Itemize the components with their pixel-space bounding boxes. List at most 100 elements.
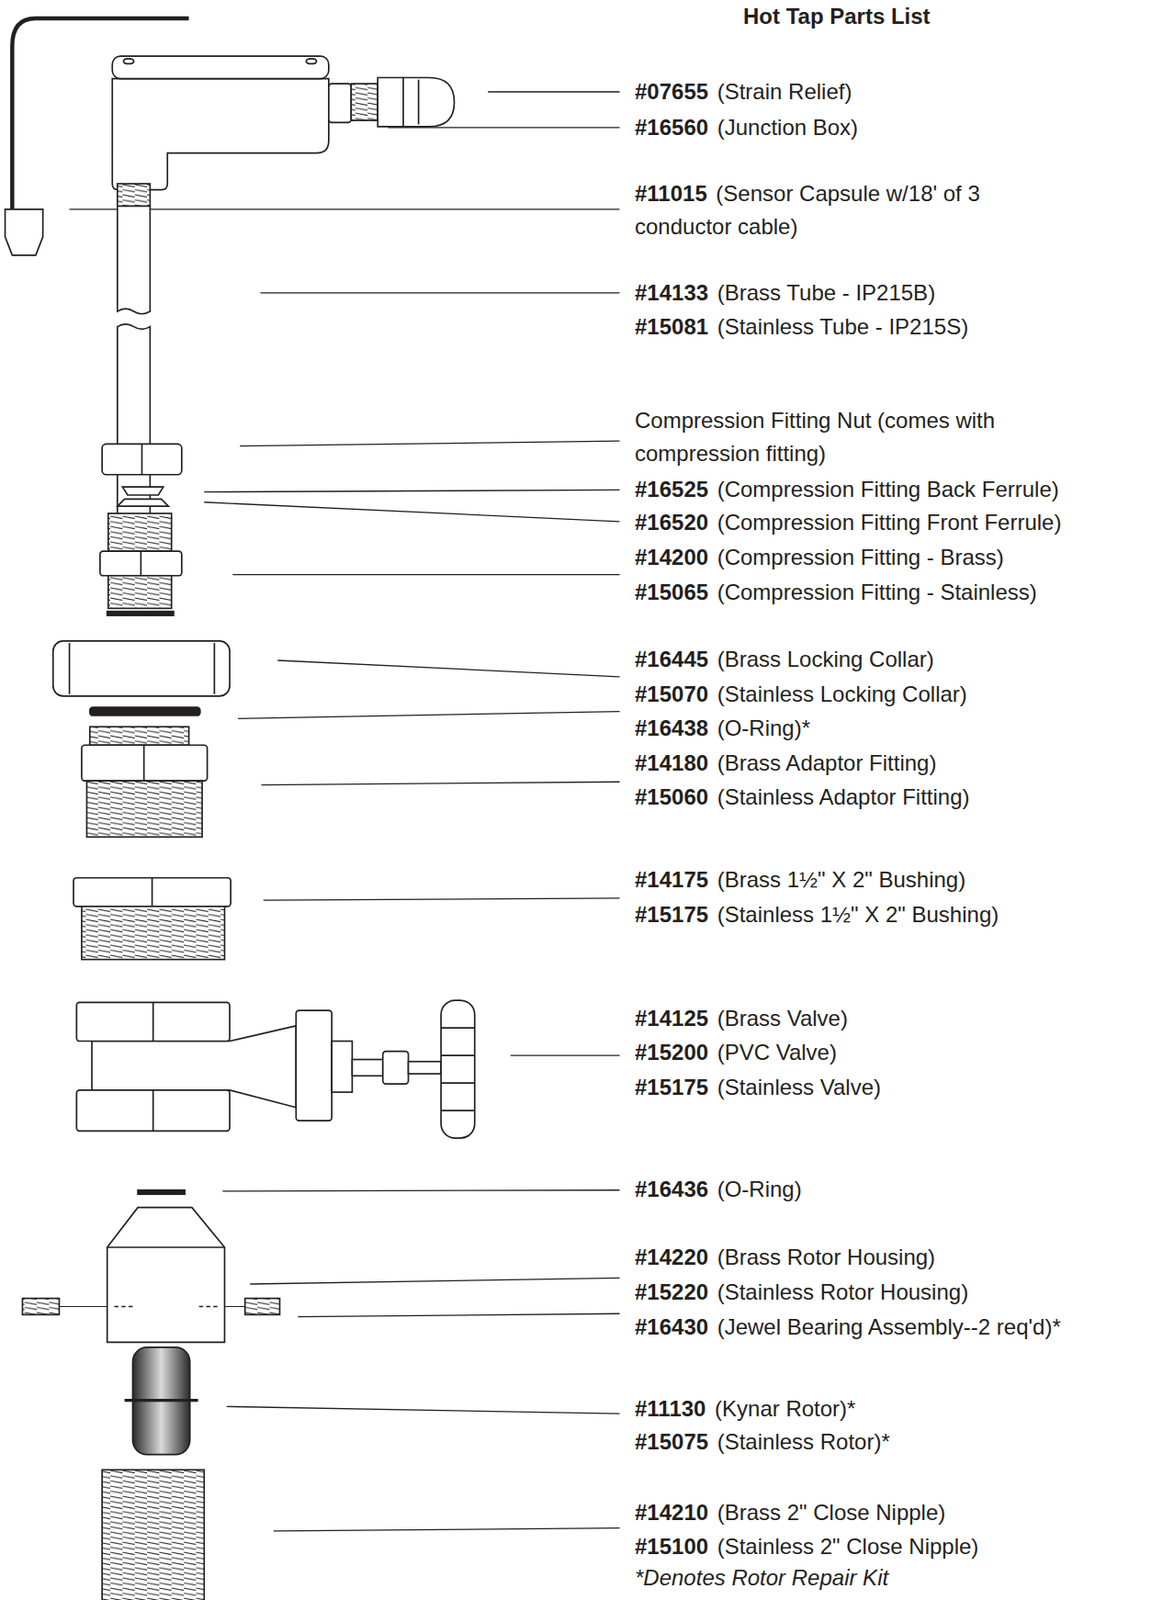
rotor xyxy=(124,1347,199,1456)
part-number: #15075 xyxy=(634,1429,709,1455)
valve xyxy=(152,1090,155,1131)
locking-collar xyxy=(90,707,201,716)
leader-lines xyxy=(69,208,621,210)
part-row: #16560(Junction Box) xyxy=(634,111,858,145)
jewel-bearing xyxy=(22,1298,59,1316)
strain-relief xyxy=(377,77,454,126)
part-row: #11130(Kynar Rotor)* xyxy=(634,1392,856,1426)
rotor-housing xyxy=(113,1306,219,1309)
leader-lines xyxy=(487,90,620,92)
strain-relief xyxy=(350,77,454,126)
leader-lines xyxy=(237,711,621,720)
part-description: (Stainless Rotor)* xyxy=(717,1429,891,1455)
leader-lines xyxy=(222,1190,620,1192)
part-row: #15075 (Stainless Rotor)* xyxy=(634,1425,891,1459)
part-description: (Brass Locking Collar) xyxy=(717,646,935,672)
part-row: #15200(PVC Valve) xyxy=(634,1036,837,1070)
part-number: #16430 xyxy=(634,1314,709,1340)
adaptor-fitting xyxy=(86,780,203,837)
part-row: #15175(Stainless 1½" X 2" Bushing) xyxy=(634,898,999,932)
compression-fitting xyxy=(108,575,172,610)
adaptor-fitting xyxy=(90,726,190,746)
part-row: #15100(Stainless 2" Close Nipple) xyxy=(634,1530,979,1564)
part-row: #16438 (O-Ring)* xyxy=(634,711,811,746)
junction-box xyxy=(305,58,317,65)
part-number: #14210 xyxy=(634,1500,709,1525)
compression-fitting xyxy=(117,498,170,507)
part-description: (Stainless Valve) xyxy=(717,1074,881,1100)
valve xyxy=(440,1027,475,1111)
compression-fitting xyxy=(100,551,182,576)
junction-box xyxy=(112,56,329,79)
adaptor-fitting xyxy=(143,745,146,781)
part-row: #14133 (Brass Tube - IP215B) xyxy=(634,276,936,310)
valve xyxy=(351,1060,383,1077)
part-description: (Brass Tube - IP215B) xyxy=(717,280,936,305)
part-number: #11130 xyxy=(634,1396,706,1422)
leader-lines xyxy=(232,574,620,576)
bushing xyxy=(151,878,154,907)
adaptor-fitting xyxy=(81,726,208,837)
part-row: #15220(Stainless Rotor Housing) xyxy=(634,1275,969,1310)
part-description: (Stainless Locking Collar) xyxy=(717,681,968,707)
part-row: #14220 (Brass Rotor Housing) xyxy=(634,1241,936,1275)
part-description: (Junction Box) xyxy=(717,114,858,140)
part-number: #15175 xyxy=(634,1074,709,1100)
part-row: #16520(Compression Fitting Front Ferrule… xyxy=(634,506,1062,540)
compression-fitting xyxy=(101,443,182,475)
leader-lines xyxy=(259,292,620,294)
part-number: #15081 xyxy=(634,314,709,339)
leader-lines xyxy=(203,489,620,492)
leader-lines xyxy=(263,898,621,901)
part-number: #15070 xyxy=(634,681,709,707)
part-row: #15081 (Stainless Tube - IP215S) xyxy=(634,310,969,344)
strain-relief xyxy=(403,77,419,126)
part-description: (Brass Rotor Housing) xyxy=(717,1244,936,1270)
part-number: #14133 xyxy=(634,280,709,305)
part-row: *Denotes Rotor Repair Kit xyxy=(634,1561,889,1595)
part-number: #07655 xyxy=(634,79,709,104)
locking-collar xyxy=(53,641,230,697)
footnote: *Denotes Rotor Repair Kit xyxy=(634,1565,889,1591)
valve xyxy=(152,1002,155,1041)
part-description: (Stainless Rotor Housing) xyxy=(717,1279,969,1305)
leader-lines xyxy=(226,1406,621,1414)
valve xyxy=(76,1090,230,1131)
part-description: (Compression Fitting Back Ferrule) xyxy=(717,476,1060,502)
part-description: (Brass 1½" X 2" Bushing) xyxy=(717,867,967,892)
part-row: #14175(Brass 1½" X 2" Bushing) xyxy=(634,863,966,897)
leader-lines xyxy=(203,502,620,522)
part-description: (Jewel Bearing Assembly--2 req'd)* xyxy=(717,1314,1062,1340)
part-description: (Brass Adaptor Fitting) xyxy=(717,750,937,776)
part-description: (Stainless Tube - IP215S) xyxy=(717,314,969,339)
bushing xyxy=(81,906,226,960)
locking-collar xyxy=(69,643,215,695)
part-number: #11015 xyxy=(634,180,708,206)
part-number: #15065 xyxy=(634,579,709,605)
part-number: #15175 xyxy=(634,902,709,927)
leader-lines xyxy=(239,440,620,447)
rotor-housing xyxy=(107,1246,226,1249)
part-description: (PVC Valve) xyxy=(717,1039,837,1065)
part-number: #15100 xyxy=(634,1534,709,1559)
part-description: (Stainless Adaptor Fitting) xyxy=(717,784,971,810)
part-row: #15060(Stainless Adaptor Fitting) xyxy=(634,780,970,814)
junction-box xyxy=(112,56,351,191)
part-number: #16445 xyxy=(634,646,709,672)
leader-lines xyxy=(277,660,620,678)
part-number: #16520 xyxy=(634,509,709,535)
part-number: #14220 xyxy=(634,1244,709,1270)
part-row: #07655(Strain Relief) xyxy=(634,75,852,109)
leader-lines xyxy=(273,1528,621,1532)
part-description: (O-Ring) xyxy=(717,1176,802,1202)
junction-box xyxy=(328,83,351,123)
part-number: #16438 xyxy=(634,715,709,741)
junction-box xyxy=(112,79,329,191)
close-nipple xyxy=(101,1469,204,1600)
leader-lines xyxy=(249,1277,620,1285)
rotor xyxy=(124,1399,199,1402)
jewel-bearing xyxy=(245,1298,281,1316)
diagram-title: Hot Tap Parts List xyxy=(743,3,931,30)
part-description: (O-Ring)* xyxy=(717,715,811,741)
